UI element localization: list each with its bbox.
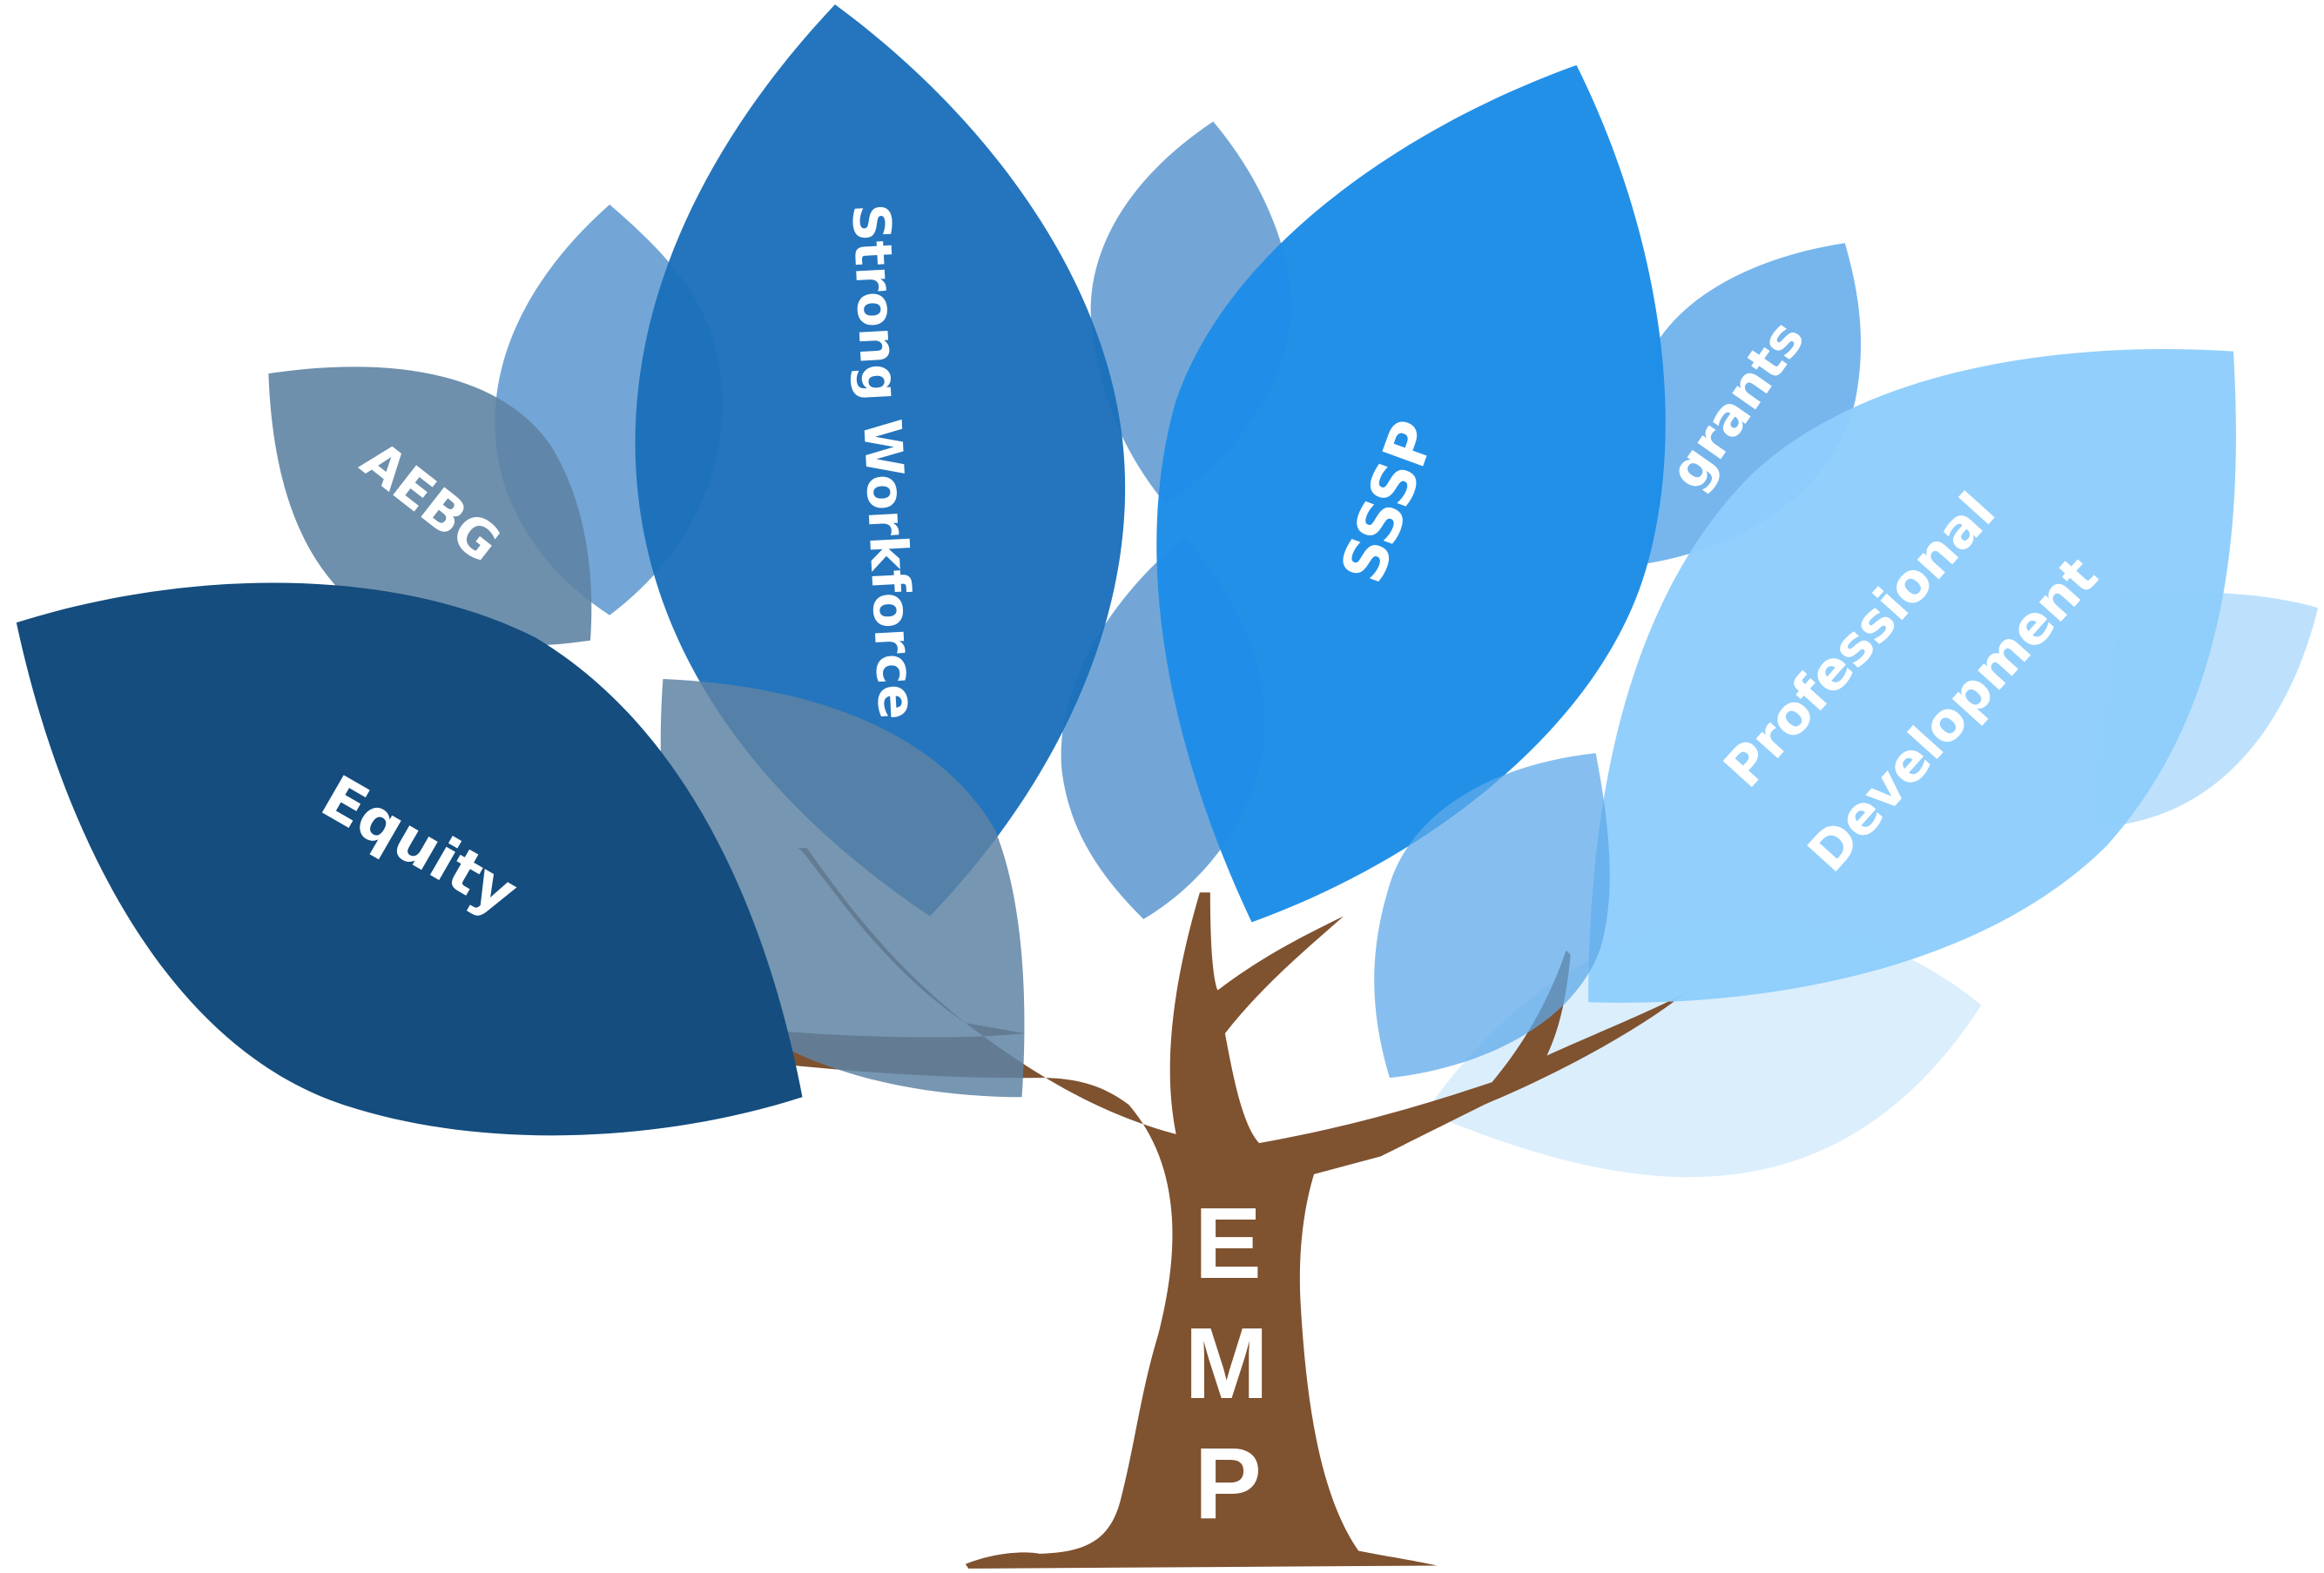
leaf-sssp <box>1156 64 1666 923</box>
leaf-strong-workforce <box>635 4 1126 917</box>
trunk-letter-m: M <box>1184 1307 1268 1420</box>
leaf-aebg <box>268 366 592 647</box>
leaf-lower-right <box>1374 753 1610 1079</box>
trunk-letter-e: E <box>1195 1186 1262 1300</box>
leaf-equity <box>16 582 803 1136</box>
leaf-professional-development <box>1588 349 2236 1003</box>
tree-trunk <box>654 848 1685 1569</box>
trunk-letter-p: P <box>1195 1427 1262 1540</box>
